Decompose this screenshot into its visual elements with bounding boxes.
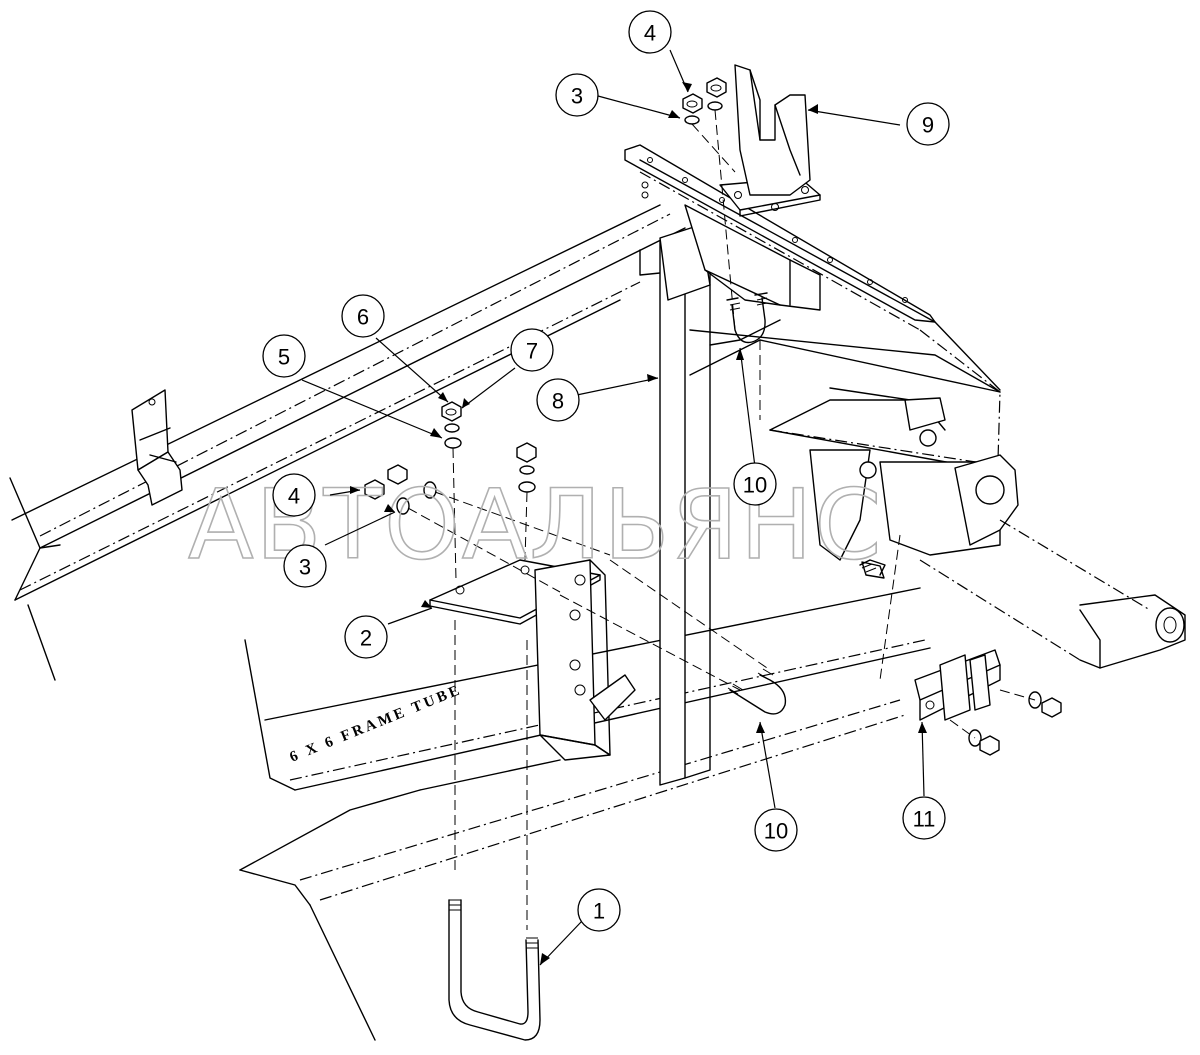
callout-8: 8 bbox=[536, 378, 580, 422]
rear-frame-rail bbox=[624, 144, 1001, 461]
svg-text:5: 5 bbox=[278, 345, 290, 370]
vertical-post bbox=[659, 204, 821, 786]
svg-text:11: 11 bbox=[913, 807, 936, 832]
callout-11: 11 bbox=[902, 796, 946, 840]
callout-6: 6 bbox=[341, 294, 385, 338]
svg-text:4: 4 bbox=[644, 21, 656, 46]
callout-5: 5 bbox=[262, 334, 306, 378]
svg-text:10: 10 bbox=[743, 473, 767, 498]
callout-4-top: 4 bbox=[628, 10, 672, 54]
hinge-u-clamp bbox=[769, 387, 946, 579]
upper-u-bolt bbox=[726, 292, 768, 344]
callout-1: 1 bbox=[577, 888, 621, 932]
svg-text:6: 6 bbox=[357, 305, 369, 330]
svg-text:2: 2 bbox=[360, 626, 372, 651]
callout-7: 7 bbox=[510, 328, 554, 372]
callout-4-left: 4 bbox=[272, 473, 316, 517]
svg-text:8: 8 bbox=[552, 389, 564, 414]
svg-text:7: 7 bbox=[526, 339, 538, 364]
mounting-plate bbox=[429, 559, 636, 761]
callout-3-top: 3 bbox=[555, 73, 599, 117]
left-nut-washer-set bbox=[364, 464, 611, 593]
svg-text:10: 10 bbox=[764, 819, 788, 844]
callout-9: 9 bbox=[906, 102, 950, 146]
hinge-arm bbox=[879, 454, 1186, 669]
svg-text:3: 3 bbox=[571, 84, 583, 109]
clamp-plate bbox=[859, 534, 1062, 756]
mid-nut-washer-set bbox=[441, 401, 537, 581]
svg-text:4: 4 bbox=[288, 484, 300, 509]
svg-text:3: 3 bbox=[299, 555, 311, 580]
callout-10-lower: 10 bbox=[754, 808, 798, 852]
bottom-u-bolt bbox=[448, 620, 541, 1041]
leader-lines bbox=[301, 49, 925, 966]
callout-2: 2 bbox=[344, 615, 388, 659]
svg-text:9: 9 bbox=[922, 113, 934, 138]
callout-10-upper: 10 bbox=[733, 462, 777, 506]
top-nut-washer-set bbox=[682, 77, 736, 331]
svg-text:1: 1 bbox=[593, 899, 605, 924]
frame-tube-label: 6 X 6 FRAME TUBE bbox=[288, 682, 465, 766]
lower-u-bolt bbox=[559, 559, 787, 715]
left-tube-bracket bbox=[131, 389, 183, 506]
leader-arrowheads bbox=[350, 82, 927, 965]
top-bracket bbox=[719, 64, 821, 217]
callout-3-left: 3 bbox=[283, 544, 327, 588]
